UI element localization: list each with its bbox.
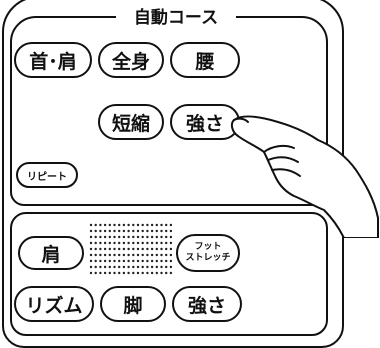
foot-stretch-label-line2: ストレッチ (185, 253, 231, 263)
repeat-label: リピート (27, 171, 67, 183)
whole-body-button[interactable]: 全身 (98, 42, 164, 78)
panel-title: 自動コース (116, 6, 236, 30)
shoulder-button[interactable]: 肩 (18, 236, 84, 270)
shorten-label: 短縮 (111, 112, 150, 135)
foot-stretch-label-line1: フット (194, 242, 222, 252)
hand-pointing-icon (230, 115, 379, 238)
rhythm-label: リズム (25, 294, 83, 317)
waist-button[interactable]: 腰 (170, 42, 240, 78)
strength-bottom-label: 強さ (187, 294, 226, 317)
repeat-button[interactable]: リピート (16, 162, 78, 188)
shoulder-label: 肩 (41, 243, 61, 266)
shorten-button[interactable]: 短縮 (98, 104, 164, 140)
neck-shoulder-button[interactable]: 首･肩 (14, 42, 92, 78)
foot-stretch-button[interactable]: フット ストレッチ (176, 234, 240, 272)
manual-panel (10, 212, 328, 336)
strength-button-bottom[interactable]: 強さ (172, 286, 242, 322)
speaker-grille-icon (89, 223, 173, 275)
strength-top-label: 強さ (185, 112, 224, 135)
whole-body-label: 全身 (111, 50, 150, 73)
rhythm-button[interactable]: リズム (14, 286, 94, 322)
neck-shoulder-label: 首･肩 (29, 50, 77, 73)
leg-label: 脚 (123, 294, 143, 317)
waist-label: 腰 (195, 50, 215, 73)
leg-button[interactable]: 脚 (100, 286, 166, 322)
strength-button-top[interactable]: 強さ (170, 104, 240, 140)
